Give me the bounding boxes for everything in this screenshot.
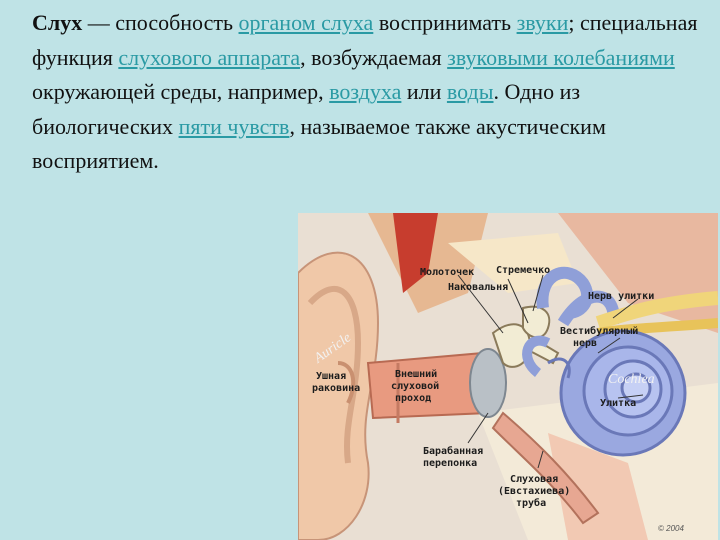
label-canal-3: проход — [395, 393, 431, 404]
label-vestibular-nerve-1: Вестибулярный — [560, 325, 638, 337]
ear-diagram: Молоточек Стремечко Наковальня Нерв улит… — [298, 213, 718, 540]
label-cochlear-nerve: Нерв улитки — [588, 291, 654, 302]
label-cochlea: Улитка — [600, 398, 636, 409]
term-link[interactable]: пяти чувств — [178, 113, 290, 139]
paragraph-text: . Одно из биологических — [32, 79, 581, 139]
eardrum-shape — [469, 348, 507, 418]
paragraph-text: ; специальная функция — [32, 10, 698, 70]
label-stapes: Стремечко — [496, 265, 550, 276]
paragraph-text: , возбуждаемая — [300, 44, 448, 70]
label-auricle-2: раковина — [312, 383, 360, 394]
label-canal-1: Внешний — [395, 368, 437, 380]
paragraph-text: воспринимать — [373, 10, 517, 35]
ear-anatomy-figure: Молоточек Стремечко Наковальня Нерв улит… — [298, 213, 718, 540]
cochlea-shape — [547, 329, 687, 457]
term-link[interactable]: воздуха — [329, 79, 402, 104]
paragraph-text: , называемое также акустическим восприят… — [32, 113, 606, 174]
auricle-shape — [298, 251, 380, 540]
label-eardrum-1: Барабанная — [423, 445, 483, 457]
eustachian-tube-shape — [491, 411, 600, 525]
label-malleus: Молоточек — [420, 267, 474, 278]
label-eardrum-2: перепонка — [423, 458, 477, 469]
term-link[interactable]: воды — [446, 79, 494, 104]
label-tube-2: (Евстахиева) — [498, 486, 570, 497]
paragraph-text: или — [401, 79, 447, 104]
label-incus: Наковальня — [448, 282, 508, 293]
term-heading: Слух — [32, 10, 83, 35]
label-tube-3: труба — [516, 497, 546, 509]
term-link[interactable]: слухового аппарата — [118, 44, 301, 70]
label-cochlea-latin: Cochlea — [608, 372, 655, 387]
term-link[interactable]: органом слуха — [238, 10, 374, 35]
figure-signature: © 2004 — [658, 524, 684, 533]
term-link[interactable]: звуки — [516, 10, 569, 35]
label-auricle-1: Ушная — [316, 371, 346, 382]
label-canal-2: слуховой — [391, 380, 439, 392]
label-vestibular-nerve-2: нерв — [573, 338, 597, 349]
label-tube-1: Слуховая — [510, 474, 558, 485]
paragraph-text: окружающей среды, например, — [32, 79, 330, 104]
paragraph-text: — способность — [82, 10, 239, 35]
definition-paragraph: Слух — способность органом слуха восприн… — [32, 6, 712, 179]
term-link[interactable]: звуковыми колебаниями — [447, 44, 675, 70]
